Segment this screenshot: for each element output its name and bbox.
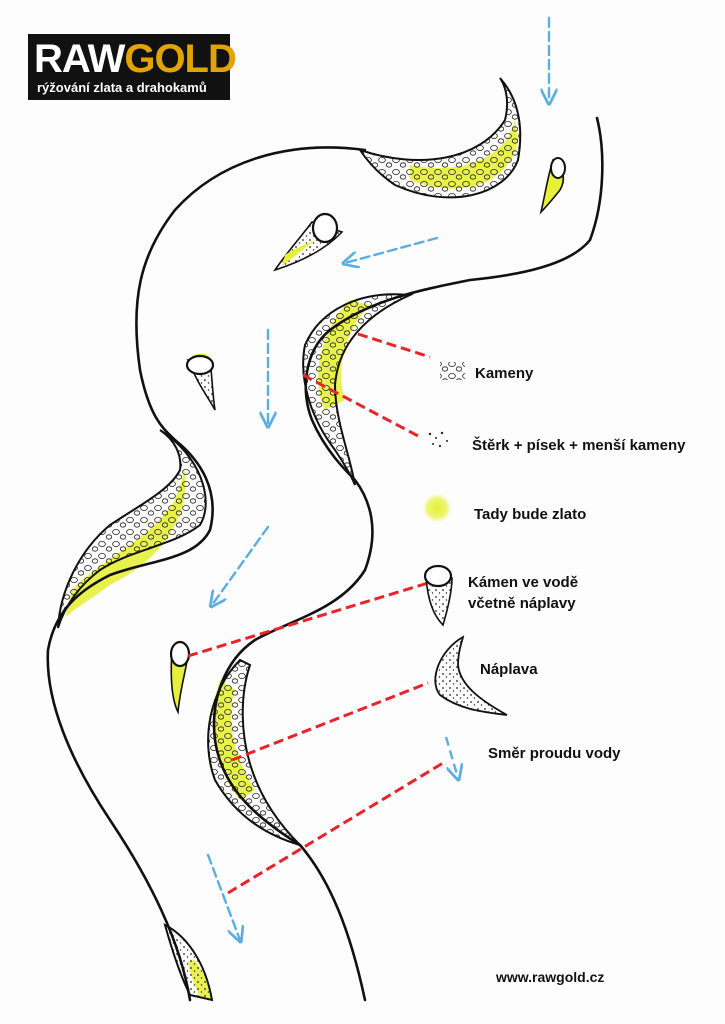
right-bank bbox=[212, 116, 604, 1002]
sediment-bar-top bbox=[357, 77, 522, 199]
sediment-bars bbox=[57, 77, 522, 1002]
logo-raw: RAW bbox=[34, 37, 125, 81]
legend-gold-icon bbox=[422, 493, 452, 523]
boulders bbox=[169, 157, 566, 715]
river-banks bbox=[46, 116, 604, 1002]
legend-gravel-icon bbox=[428, 431, 448, 448]
pointer-stones bbox=[357, 332, 431, 359]
pointer-boulder bbox=[187, 581, 429, 658]
flow-arrow-2 bbox=[345, 236, 439, 263]
legend-sediment-icon bbox=[434, 635, 508, 716]
legend-stones-icon bbox=[440, 362, 465, 380]
legend-sediment-label: Náplava bbox=[480, 661, 538, 678]
legend-stones-label: Kameny bbox=[475, 365, 534, 382]
legend-boulder-icon bbox=[423, 564, 453, 627]
legend-flow-label: Směr proudu vody bbox=[488, 745, 621, 762]
pointer-sediment bbox=[231, 681, 429, 762]
pointer-flow bbox=[227, 761, 444, 895]
gold-zone-left bbox=[65, 470, 186, 618]
legend-gold-label: Tady bude zlato bbox=[474, 506, 587, 523]
website-link[interactable]: www.rawgold.cz bbox=[496, 969, 605, 985]
rawgold-logo: RAWGOLD rýžování zlata a drahokamů bbox=[28, 34, 237, 100]
boulder-upper bbox=[273, 212, 344, 272]
flow-arrows bbox=[206, 16, 549, 940]
flow-arrow-5 bbox=[206, 853, 240, 940]
flow-arrow-4 bbox=[212, 525, 270, 605]
left-bank bbox=[46, 146, 367, 1002]
pointer-gravel bbox=[302, 373, 421, 439]
sediment-bar-bottom bbox=[163, 923, 214, 1002]
boulder-left-mid bbox=[185, 353, 216, 411]
legend-boulder-label-2: včetně náplavy bbox=[468, 595, 576, 612]
logo-gold: GOLD bbox=[124, 37, 237, 81]
legend-boulder-label-1: Kámen ve vodě bbox=[468, 574, 579, 591]
legend-flow-icon bbox=[444, 736, 458, 778]
boulder-lower-left bbox=[169, 640, 191, 715]
pointer-lines bbox=[187, 332, 444, 895]
legend-symbols bbox=[422, 362, 508, 778]
sediment-bar-left bbox=[57, 429, 207, 629]
logo-tagline: rýžování zlata a drahokamů bbox=[37, 80, 207, 95]
legend-gravel-label: Štěrk + písek + menší kameny bbox=[472, 437, 686, 454]
boulder-top-right bbox=[539, 157, 566, 215]
sediment-bar-mid bbox=[302, 293, 414, 486]
